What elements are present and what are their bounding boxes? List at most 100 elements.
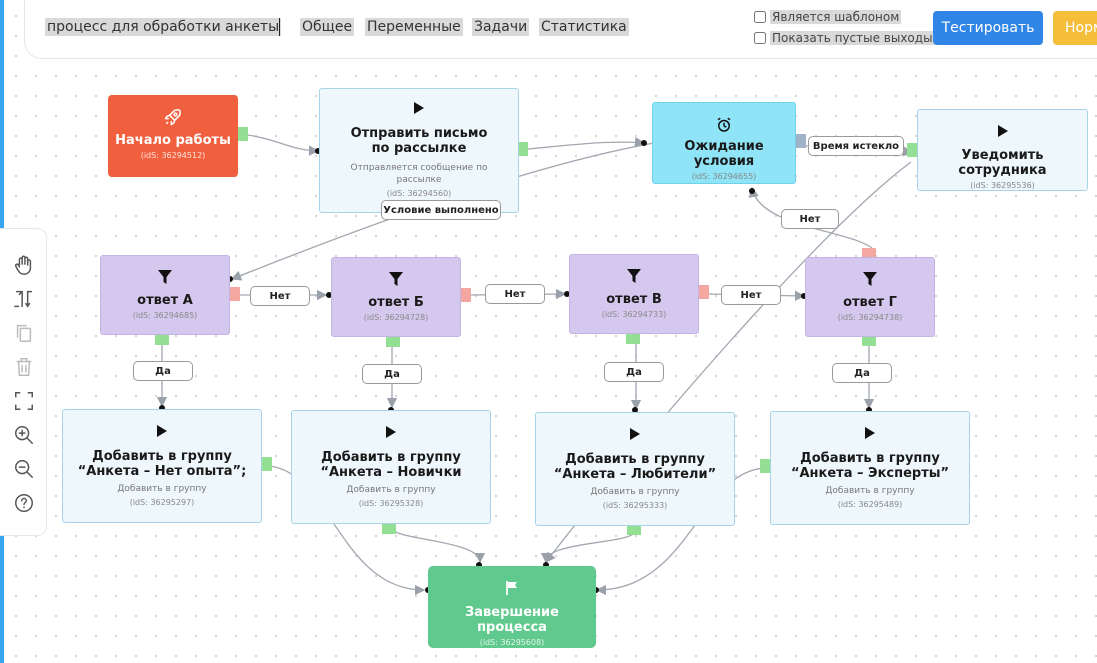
answer-v-no-port[interactable]	[699, 285, 709, 299]
label-no-g[interactable]: Нет	[781, 209, 839, 229]
node-notify-title: Уведомить сотрудника	[958, 148, 1047, 178]
zoom-in-icon[interactable]	[12, 423, 36, 447]
group2-output-port[interactable]	[382, 524, 396, 534]
filter-icon	[863, 272, 877, 286]
wait-timeout-port[interactable]	[796, 134, 806, 148]
node-wait-title: Ожидание условия	[684, 139, 764, 169]
answer-g-no-port[interactable]	[862, 248, 876, 258]
answer-b-yes-port[interactable]	[386, 337, 400, 347]
answer-g-yes-port[interactable]	[862, 336, 876, 346]
play-icon	[157, 425, 167, 437]
empty-outputs-checkbox-row[interactable]: Показать пустые выходы	[754, 31, 935, 45]
node-notify[interactable]: Уведомить сотрудника (idS: 36295536)	[917, 109, 1088, 191]
label-time-expired[interactable]: Время истекло	[808, 136, 904, 156]
play-icon	[997, 125, 1008, 137]
node-answer-a-id: (idS: 36294685)	[132, 311, 198, 320]
answer-b-no-port[interactable]	[461, 288, 471, 302]
node-answer-v-id: (idS: 36294733)	[601, 310, 667, 319]
node-group-1-desc: Добавить в группу	[117, 484, 207, 494]
header-divider	[279, 18, 280, 36]
group3-output-port[interactable]	[627, 525, 641, 535]
node-answer-b[interactable]: ответ Б (idS: 36294728)	[331, 257, 461, 337]
hand-icon[interactable]	[12, 253, 36, 277]
node-answer-v[interactable]: ответ В (idS: 36294733)	[569, 254, 699, 334]
node-answer-a[interactable]: ответ А (idS: 36294685)	[100, 255, 230, 335]
node-send-mail-desc: Отправляется сообщение по рассылке	[350, 163, 488, 185]
node-group-4-title: Добавить в группу “Анкета – Эксперты”	[790, 451, 950, 481]
node-answer-g-title: ответ Г	[843, 295, 897, 310]
edge-send-wait	[527, 137, 646, 150]
rocket-icon	[164, 109, 181, 126]
play-icon	[865, 427, 875, 439]
node-wait[interactable]: Ожидание условия (idS: 36294655)	[652, 102, 796, 184]
node-answer-b-title: ответ Б	[368, 295, 424, 310]
node-group-3-id: (idS: 36295333)	[602, 501, 668, 510]
node-group-2-desc: Добавить в группу	[346, 485, 436, 495]
group4-input-port[interactable]	[760, 459, 770, 473]
node-group-3-title: Добавить в группу “Анкета – Любители”	[553, 452, 717, 482]
node-send-mail-title: Отправить письмо по рассылке	[350, 126, 488, 156]
empty-outputs-checkbox-label: Показать пустые выходы	[770, 31, 935, 45]
group1-output-port[interactable]	[262, 457, 272, 471]
node-group-4-id: (idS: 36295489)	[837, 500, 903, 509]
tab-general[interactable]: Общее	[300, 18, 355, 36]
flag-icon	[506, 581, 517, 595]
node-end[interactable]: Завершение процесса (idS: 36295608)	[428, 566, 596, 648]
tab-statistics[interactable]: Статистика	[539, 18, 629, 36]
start-output-port[interactable]	[238, 127, 248, 141]
answer-v-yes-port[interactable]	[626, 334, 640, 344]
node-answer-a-title: ответ А	[137, 293, 193, 308]
process-title[interactable]: процесс для обработки анкеты	[45, 18, 282, 36]
alarm-clock-icon	[717, 117, 731, 132]
label-no-v[interactable]: Нет	[721, 285, 781, 305]
label-condition-met[interactable]: Условие выполнено	[381, 200, 501, 220]
answer-a-no-port[interactable]	[230, 287, 240, 301]
swap-vertical-icon[interactable]	[12, 287, 36, 311]
test-button[interactable]: Тестировать	[933, 11, 1043, 45]
label-yes-a[interactable]: Да	[133, 361, 193, 381]
label-no-a[interactable]: Нет	[250, 286, 310, 306]
help-icon[interactable]	[12, 491, 36, 515]
node-send-mail[interactable]: Отправить письмо по рассылке Отправляетс…	[319, 88, 519, 213]
header-bar: процесс для обработки анкеты Общее Перем…	[24, 0, 1097, 59]
template-checkbox-label: Является шаблоном	[770, 10, 902, 24]
tab-tasks[interactable]: Задачи	[472, 18, 530, 36]
copy-icon[interactable]	[12, 321, 36, 345]
label-no-b[interactable]: Нет	[485, 284, 545, 304]
play-icon	[414, 102, 424, 114]
node-start-id: (idS: 36294512)	[140, 151, 206, 160]
node-group-3-desc: Добавить в группу	[590, 487, 680, 497]
node-group-3[interactable]: Добавить в группу “Анкета – Любители” До…	[535, 412, 735, 526]
answer-a-yes-port[interactable]	[155, 335, 169, 345]
zoom-out-icon[interactable]	[12, 457, 36, 481]
tab-variables[interactable]: Переменные	[365, 18, 463, 36]
send-output-port[interactable]	[518, 142, 528, 156]
node-group-1-id: (idS: 36295297)	[129, 498, 195, 507]
trash-icon[interactable]	[12, 355, 36, 379]
node-group-4-desc: Добавить в группу	[825, 486, 915, 496]
play-icon	[630, 428, 640, 440]
node-start[interactable]: Начало работы (idS: 36294512)	[108, 95, 238, 177]
filter-icon	[158, 270, 172, 284]
label-yes-g[interactable]: Да	[832, 363, 892, 383]
node-group-2[interactable]: Добавить в группу “Анкета – Новички Доба…	[291, 410, 491, 524]
node-group-1[interactable]: Добавить в группу “Анкета – Нет опыта”; …	[62, 409, 262, 523]
node-send-mail-id: (idS: 36294560)	[386, 189, 452, 198]
node-group-1-title: Добавить в группу “Анкета – Нет опыта”;	[77, 449, 247, 479]
node-group-4[interactable]: Добавить в группу “Анкета – Эксперты” До…	[770, 411, 970, 525]
node-answer-g[interactable]: ответ Г (idS: 36294738)	[805, 257, 935, 337]
empty-outputs-checkbox[interactable]	[754, 32, 766, 44]
node-group-2-id: (idS: 36295328)	[358, 499, 424, 508]
norm-button[interactable]: Норм	[1053, 11, 1097, 45]
node-notify-id: (idS: 36295536)	[970, 181, 1035, 190]
template-checkbox-row[interactable]: Является шаблоном	[754, 10, 902, 24]
label-yes-b[interactable]: Да	[362, 364, 422, 384]
edge-group3-end	[540, 529, 637, 564]
template-checkbox[interactable]	[754, 11, 766, 23]
node-answer-b-id: (idS: 36294728)	[363, 313, 429, 322]
fullscreen-icon[interactable]	[12, 389, 36, 413]
label-yes-v[interactable]: Да	[604, 362, 664, 382]
notify-input-port[interactable]	[907, 143, 917, 157]
node-end-title: Завершение процесса	[465, 605, 559, 635]
filter-icon	[389, 272, 403, 286]
